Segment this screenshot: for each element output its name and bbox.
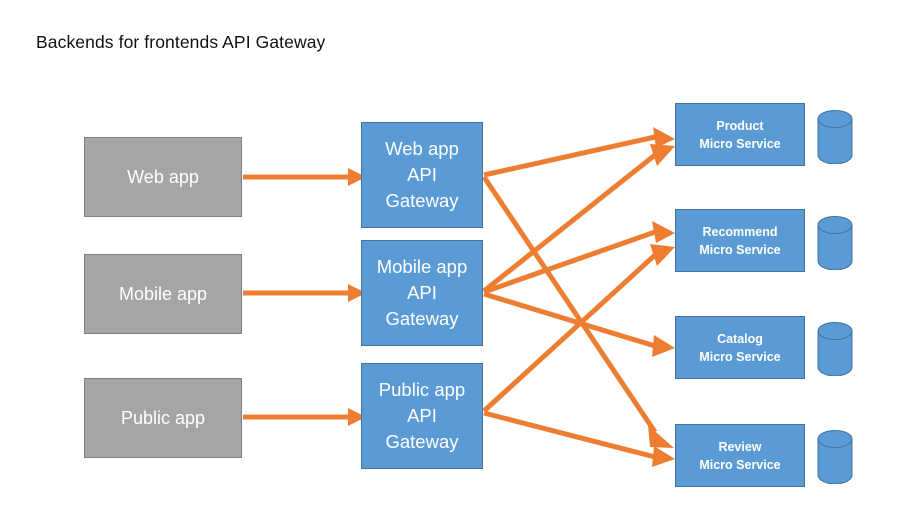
client-label: Public app [120,408,206,428]
service-label-line1: Recommend [702,224,778,239]
gateway-box-public-app[interactable]: Public app API Gateway [361,363,483,469]
connector-webgateway-to-product [483,127,675,178]
gateway-box-mobile-app[interactable]: Mobile app API Gateway [361,240,483,346]
gateway-label-line1: Web app [385,138,459,159]
gateway-label-line2: API [407,405,437,426]
service-label-line2: Micro Service [699,242,781,257]
database-cylinder-review [817,430,853,484]
connector-publicgateway-to-recommend [482,244,675,413]
client-label: Web app [127,167,199,187]
client-box-web-app[interactable]: Web app [84,137,242,217]
gateway-label-line3: Gateway [385,190,459,211]
connector-publicgateway-to-review [483,410,675,467]
database-cylinder-catalog [817,322,853,376]
service-label-line1: Review [718,439,762,454]
gateway-label-line3: Gateway [385,431,459,452]
service-label-line1: Product [716,118,764,133]
client-box-mobile-app[interactable]: Mobile app [84,254,242,334]
connector-mobilegateway-to-catalog [483,291,675,357]
connector-mobilegateway-to-product [482,144,675,293]
gateway-label-line1: Mobile app [376,256,468,277]
connector-webgateway-to-review [481,175,674,448]
gateway-label-line3: Gateway [385,308,459,329]
service-box-catalog[interactable]: Catalog Micro Service [675,316,805,379]
service-label-line2: Micro Service [699,136,781,151]
service-box-review[interactable]: Review Micro Service [675,424,805,487]
gateway-label-line2: API [407,282,437,303]
connector-mobileapp-to-mobilegateway [243,284,366,302]
gateway-label-line2: API [407,164,437,185]
service-box-recommend[interactable]: Recommend Micro Service [675,209,805,272]
connector-mobilegateway-to-recommend [483,221,675,295]
client-label: Mobile app [118,284,208,304]
gateway-box-web-app[interactable]: Web app API Gateway [361,122,483,228]
connector-webapp-to-webgateway [243,168,366,186]
database-cylinder-recommend [817,216,853,270]
gateway-label-line1: Public app [378,379,466,400]
database-cylinder-product [817,110,853,164]
service-label-line2: Micro Service [699,349,781,364]
service-label-line1: Catalog [717,331,763,346]
client-box-public-app[interactable]: Public app [84,378,242,458]
page-title: Backends for frontends API Gateway [36,32,326,52]
service-box-product[interactable]: Product Micro Service [675,103,805,166]
connector-publicapp-to-publicgateway [243,408,366,426]
service-label-line2: Micro Service [699,457,781,472]
